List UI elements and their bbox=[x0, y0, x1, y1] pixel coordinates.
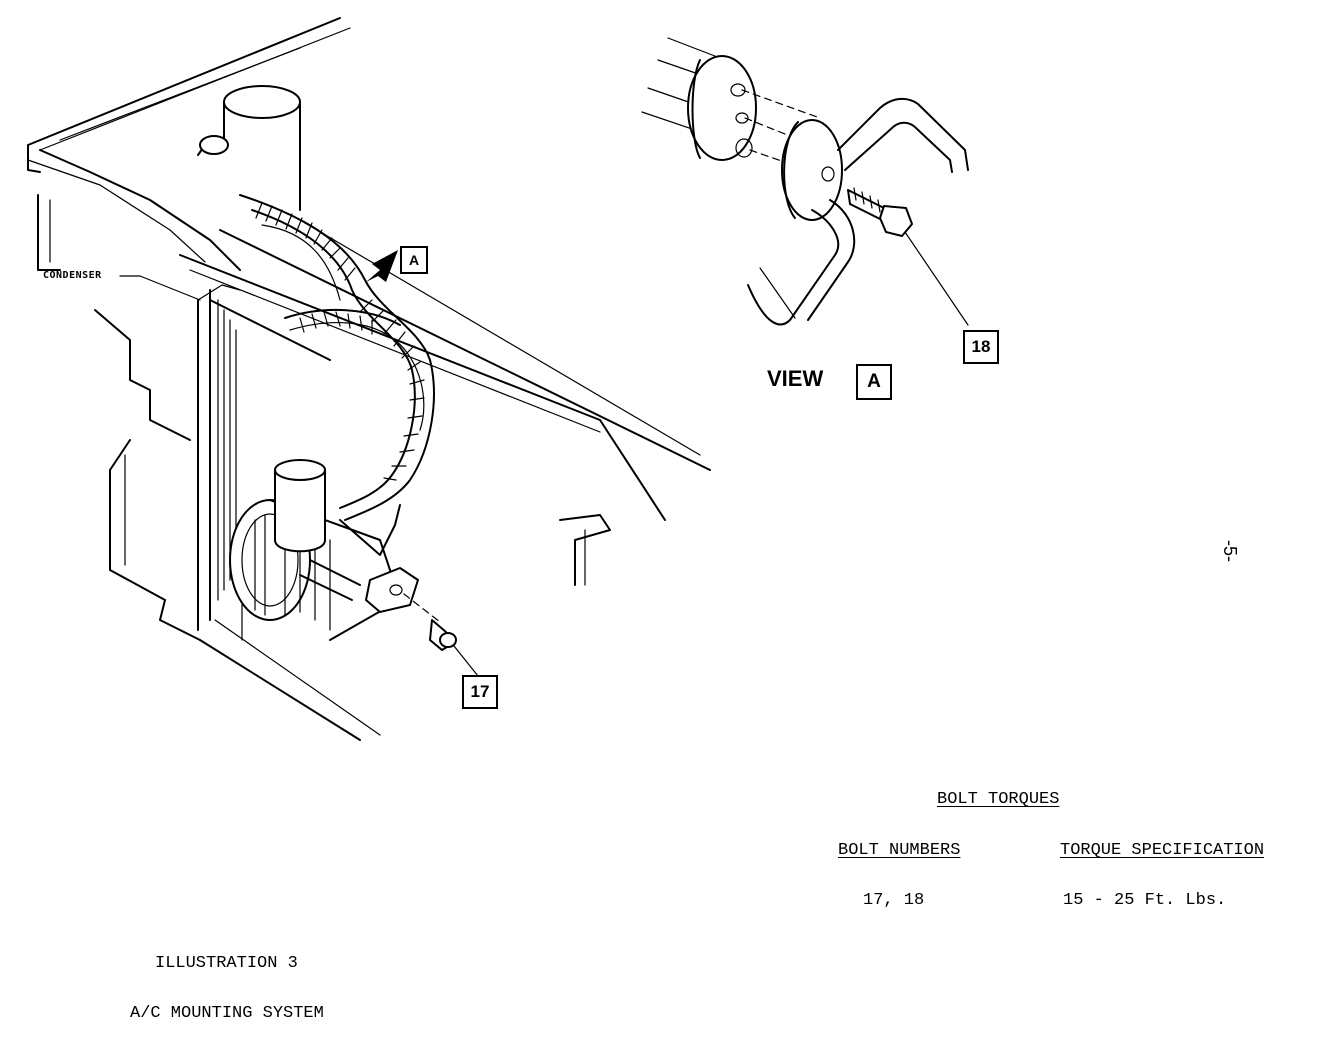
illustration-title: A/C MOUNTING SYSTEM bbox=[130, 1004, 324, 1023]
refrigerant-hose bbox=[239, 194, 435, 521]
page-number: -5- bbox=[1220, 540, 1240, 562]
accumulator-can-top bbox=[197, 85, 301, 211]
torque-col-bolts: BOLT NUMBERS bbox=[838, 841, 961, 860]
callout-17: 17 bbox=[462, 675, 498, 709]
view-a-detail bbox=[641, 37, 969, 326]
torque-row-bolts: 17, 18 bbox=[863, 891, 925, 910]
bolt-17-assembly bbox=[403, 593, 479, 677]
view-letter-box: A bbox=[856, 364, 892, 400]
condenser-label: CONDENSER bbox=[43, 270, 102, 281]
torque-table-title: BOLT TORQUES bbox=[937, 790, 1060, 809]
view-label: VIEW bbox=[767, 366, 824, 391]
illustration-number: ILLUSTRATION 3 bbox=[155, 954, 298, 973]
condenser-core bbox=[197, 284, 331, 641]
torque-row-spec: 15 - 25 Ft. Lbs. bbox=[1063, 891, 1227, 910]
arrow-callout-a: A bbox=[400, 246, 428, 274]
callout-18: 18 bbox=[963, 330, 999, 364]
compressor bbox=[229, 459, 419, 641]
torque-col-spec: TORQUE SPECIFICATION bbox=[1060, 841, 1265, 860]
radiator-support-frame bbox=[27, 17, 711, 741]
condenser-leader bbox=[119, 275, 201, 301]
view-a-arrow bbox=[366, 250, 398, 282]
